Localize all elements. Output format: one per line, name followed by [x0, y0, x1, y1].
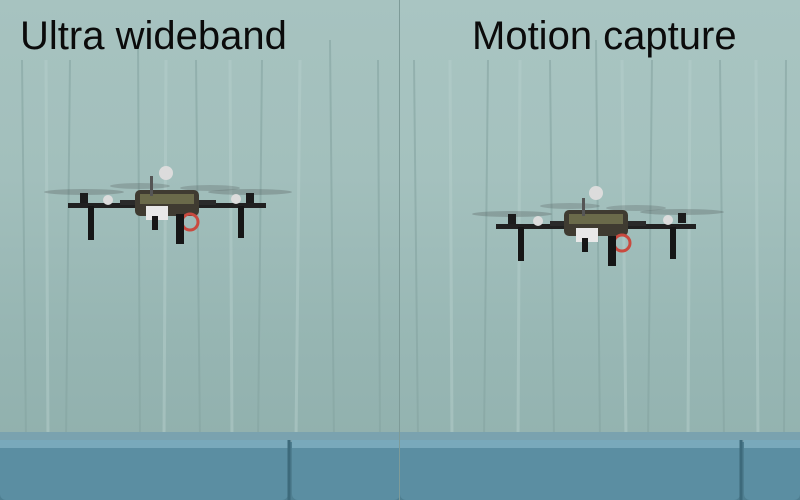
curtain-backdrop	[44, 59, 302, 441]
drone	[472, 186, 724, 266]
drone	[44, 166, 292, 244]
panel-caption-motion-capture: Motion capture	[472, 14, 737, 58]
panel-caption-ultra-wideband: Ultra wideband	[20, 14, 287, 58]
floor-mats	[0, 432, 400, 500]
drone-propellers	[44, 183, 292, 195]
floor-mats	[400, 432, 800, 500]
ultra-wideband-panel: Ultra wideband	[0, 0, 400, 500]
motion-capture-panel: Motion capture	[400, 0, 800, 500]
